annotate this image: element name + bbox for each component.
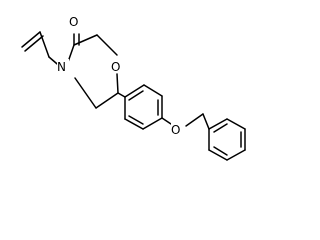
- bond-ch2-n: [74, 77, 97, 109]
- bond-benzene-inner-3: [213, 146, 228, 156]
- bond-vinyl-double-a: [21, 31, 41, 48]
- bond-allyl-ch: [39, 31, 50, 58]
- phenyl-ring: [117, 84, 163, 130]
- bond-ether-o-ch2: [185, 113, 204, 127]
- bond-benzene-5: [208, 149, 228, 161]
- bond-phenyl-ether-o: [161, 117, 172, 125]
- bond-ring-o-ch: [116, 73, 119, 94]
- bond-ch2-benzene: [202, 113, 210, 130]
- bond-phenyl-2: [143, 84, 163, 97]
- benzene-ring: [208, 118, 246, 161]
- benzyloxy-group: [161, 113, 210, 130]
- bond-ch-ch2: [95, 92, 119, 109]
- bond-ring-to-phenyl: [117, 92, 126, 98]
- bond-benzene-4: [226, 149, 246, 161]
- atom-label-carbonyl-oxygen: O: [69, 15, 78, 29]
- bond-ch2-ring-o: [96, 34, 118, 56]
- bond-benzene-1: [208, 118, 228, 130]
- bond-carbonyl-ch2: [73, 34, 98, 46]
- morpholinone-ring: [67, 33, 119, 109]
- bond-vinyl-double-b: [24, 35, 44, 52]
- atom-labels: N O O O: [57, 14, 183, 137]
- atom-label-ring-oxygen: O: [111, 60, 120, 74]
- bond-phenyl-inner-3: [128, 115, 144, 125]
- atom-label-ring-nitrogen: N: [57, 60, 66, 74]
- bond-phenyl-4: [142, 117, 163, 130]
- bond-phenyl-1: [124, 84, 145, 98]
- atom-label-ether-oxygen: O: [171, 123, 180, 137]
- bond-benzene-inner-1: [213, 123, 228, 133]
- bond-benzene-2: [226, 118, 246, 130]
- bond-phenyl-5: [124, 118, 144, 130]
- molecule-structure: N O O O: [21, 14, 246, 161]
- bond-phenyl-inner-1: [128, 90, 144, 101]
